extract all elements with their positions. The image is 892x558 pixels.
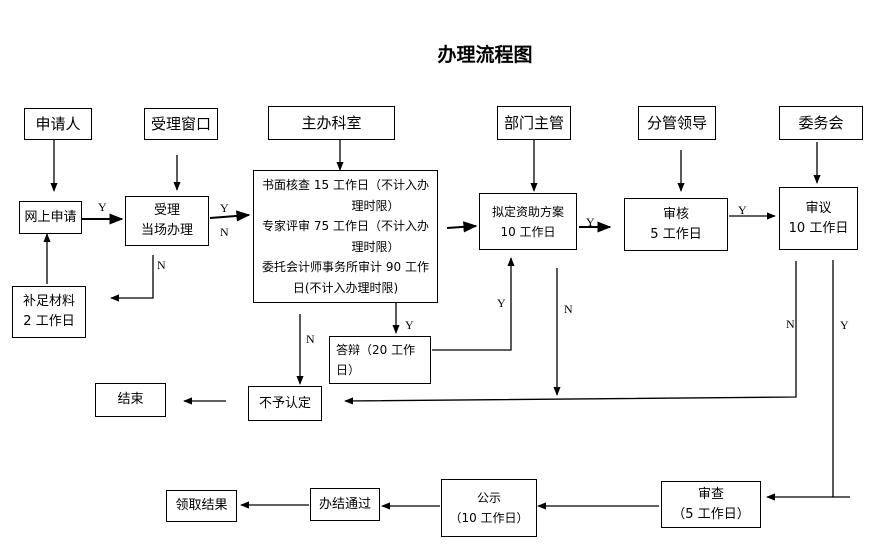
step-online-apply: 网上申请 (19, 201, 82, 234)
step-review-line-2b: 理时限） (351, 239, 400, 254)
step-plan: 拟定资助方案 10 工作日 (479, 193, 577, 250)
step-check: 审核 5 工作日 (624, 198, 728, 251)
step-review-line-3b: 日(不计入办理时限) (292, 280, 399, 295)
step-review-line-3: 委托会计师事务所审计 90 工作 (262, 260, 429, 275)
step-defense: 答辩（20 工作 日） (329, 336, 431, 384)
header-window: 受理窗口 (144, 108, 218, 140)
step-collect: 领取结果 (166, 490, 237, 522)
step-deliberate-line-2: 10 工作日 (788, 220, 849, 236)
step-defense-line-2: 日） (336, 363, 361, 377)
step-supplement-line-1: 补足材料 (22, 294, 75, 309)
step-review: 书面核查 15 工作日（不计入办 理时限） 专家评审 75 工作日（不计入办 理… (253, 170, 438, 303)
step-supplement: 补足材料 2 工作日 (12, 286, 86, 338)
arrow-deliberate-y-to-audit (766, 260, 834, 501)
label-accept-n: N (220, 225, 229, 239)
step-review-line-1b: 理时限） (351, 198, 400, 213)
step-publicity-line-1: 公示 (476, 491, 501, 505)
step-audit-line-2: （5 工作日） (672, 506, 750, 522)
step-deliberate: 审议 10 工作日 (779, 187, 858, 250)
label-review-n: N (306, 332, 315, 346)
step-check-line-2: 5 工作日 (650, 226, 702, 242)
label-deliberate-n: N (786, 317, 795, 331)
label-check-y: Y (738, 203, 747, 217)
step-plan-line-2: 10 工作日 (500, 224, 556, 239)
header-leader: 分管领导 (638, 106, 716, 140)
step-check-line-1: 审核 (662, 206, 689, 222)
label-plan-y: Y (586, 215, 595, 229)
label-accept-n-down: N (157, 258, 166, 272)
arrow-accept-n-to-supplement (110, 255, 154, 302)
arrow-review-to-plan (446, 221, 478, 233)
header-applicant: 申请人 (24, 108, 92, 140)
arrow-deliberate-n-to-reject (344, 261, 797, 405)
label-defense-y: Y (497, 296, 506, 310)
arrow-accept-to-review (209, 210, 251, 222)
step-accept-line-2: 当场办理 (140, 223, 193, 238)
arrow-defense-to-plan (432, 257, 515, 351)
step-defense-line-1: 答辩（20 工作 (336, 343, 416, 357)
label-review-y: Y (405, 318, 414, 332)
step-accept: 受理 当场办理 (125, 196, 209, 246)
diagram-title: 办理流程图 (437, 44, 533, 66)
step-review-line-1: 书面核查 15 工作日（不计入办 (262, 178, 429, 193)
step-deliberate-line-1: 审议 (805, 200, 832, 216)
step-approved: 办结通过 (310, 488, 380, 521)
header-dept-head: 部门主管 (497, 106, 571, 140)
step-supplement-line-2: 2 工作日 (23, 314, 75, 329)
step-accept-line-1: 受理 (153, 203, 180, 218)
step-review-line-2: 专家评审 75 工作日（不计入办 (262, 219, 429, 234)
label-accept-y: Y (220, 201, 229, 215)
step-reject: 不予认定 (248, 386, 322, 421)
step-publicity-line-2: （10 工作日） (449, 511, 529, 525)
label-online-y: Y (98, 200, 107, 214)
header-office: 主办科室 (268, 106, 395, 140)
step-publicity: 公示 （10 工作日） (441, 479, 537, 537)
label-plan-n: N (564, 302, 573, 316)
label-deliberate-y: Y (840, 318, 849, 332)
header-committee: 委务会 (779, 106, 863, 140)
step-audit-line-1: 审查 (697, 486, 724, 502)
step-plan-line-1: 拟定资助方案 (491, 204, 564, 219)
step-end: 结束 (95, 383, 166, 417)
step-audit: 审查 （5 工作日） (661, 481, 761, 528)
